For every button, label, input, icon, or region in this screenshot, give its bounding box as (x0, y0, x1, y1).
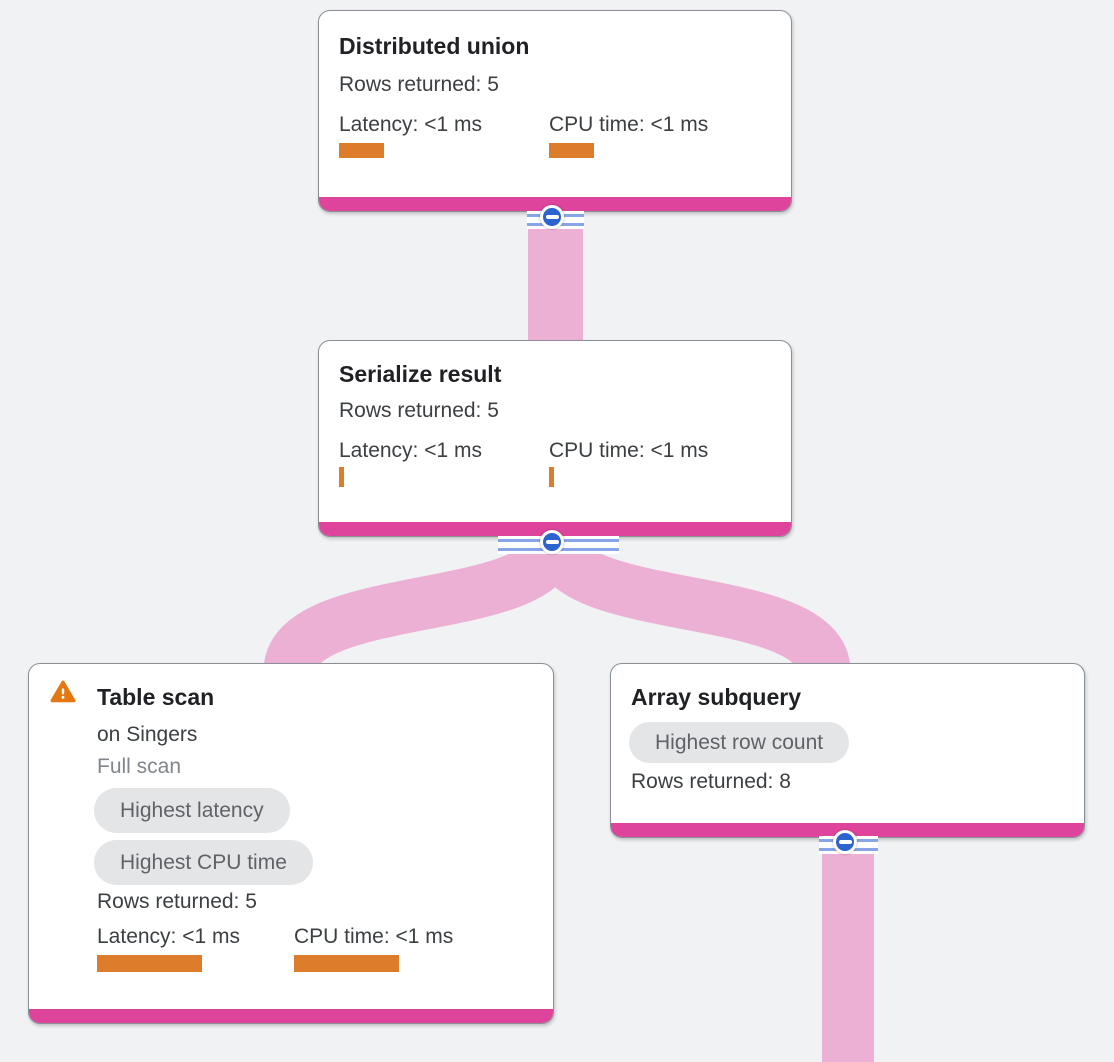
collapse-node-button[interactable] (833, 830, 857, 854)
plan-node-array-subquery[interactable]: Array subquery Highest row count Rows re… (610, 663, 1085, 838)
node-title: Distributed union (339, 33, 530, 59)
band-serialize-to-arraysubquery (531, 535, 851, 676)
node-title: Serialize result (339, 361, 502, 387)
plan-node-table-scan[interactable]: Table scan on Singers Full scan Highest … (28, 663, 554, 1024)
minus-icon (545, 540, 559, 544)
badge-highest-row-count: Highest row count (629, 722, 850, 763)
warning-icon (49, 679, 77, 710)
rows-returned-text: Rows returned: 5 (339, 399, 499, 422)
collapse-node-button[interactable] (540, 205, 564, 229)
latency-bar (97, 955, 202, 972)
node-accent-bar (319, 522, 791, 536)
collapse-node-button[interactable] (540, 530, 564, 554)
node-title: Array subquery (631, 684, 802, 710)
badge-highest-latency: Highest latency (94, 788, 290, 833)
cpu-time-label: CPU time: <1 ms (294, 925, 454, 948)
band-arraysubquery-child (822, 830, 874, 1062)
latency-label: Latency: <1 ms (339, 113, 482, 136)
minus-icon (545, 215, 559, 219)
node-subtitle: on Singers (97, 723, 198, 746)
rows-returned-text: Rows returned: 8 (631, 770, 791, 793)
latency-bar (339, 467, 344, 487)
plan-node-serialize-result[interactable]: Serialize result Rows returned: 5 Latenc… (318, 340, 792, 537)
cpu-time-label: CPU time: <1 ms (549, 113, 709, 136)
band-serialize-to-tablescan (263, 535, 579, 676)
latency-label: Latency: <1 ms (339, 439, 482, 462)
node-accent-bar (29, 1009, 553, 1023)
rows-returned-text: Rows returned: 5 (97, 890, 257, 913)
node-title: Table scan (97, 684, 215, 710)
rows-returned-text: Rows returned: 5 (339, 73, 499, 96)
minus-icon (838, 840, 852, 844)
cpu-time-label: CPU time: <1 ms (549, 439, 709, 462)
cpu-time-bar (549, 143, 594, 158)
cpu-time-bar (294, 955, 399, 972)
node-accent-bar (319, 197, 791, 211)
badge-highest-cpu-time: Highest CPU time (94, 840, 313, 885)
plan-node-distributed-union[interactable]: Distributed union Rows returned: 5 Laten… (318, 10, 792, 212)
latency-label: Latency: <1 ms (97, 925, 240, 948)
scan-type-text: Full scan (97, 755, 182, 778)
cpu-time-bar (549, 467, 554, 487)
latency-bar (339, 143, 384, 158)
